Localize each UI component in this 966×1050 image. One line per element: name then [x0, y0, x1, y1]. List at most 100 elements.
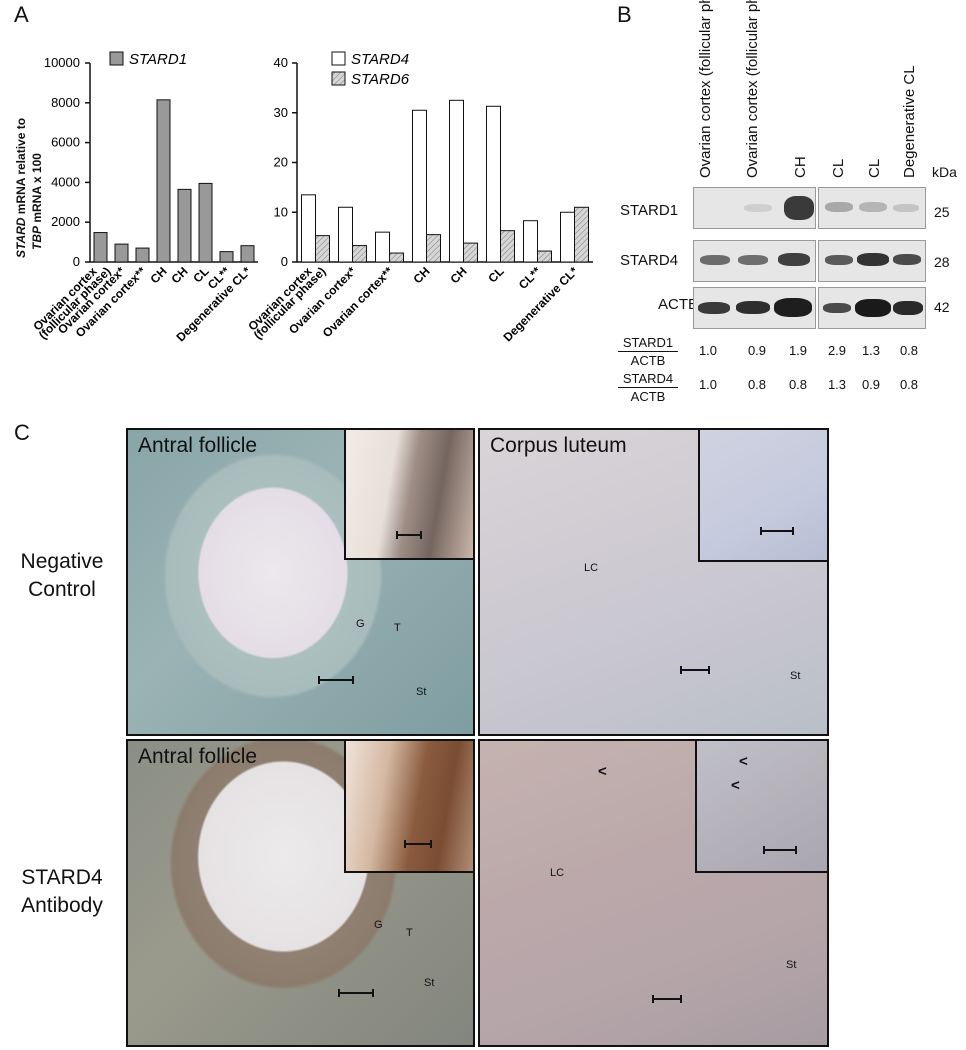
legend-swatch	[331, 51, 346, 66]
legend-label: STARD4	[351, 51, 409, 68]
label-granulosa: G	[356, 618, 365, 630]
micrograph-inset	[344, 430, 473, 560]
label-theca: T	[406, 927, 413, 939]
label-granulosa: G	[374, 919, 383, 931]
y-tick-label: 10	[274, 204, 288, 219]
bar-stard4	[523, 220, 538, 263]
micrograph-title: Antral follicle	[138, 745, 258, 768]
y-tick-label: 0	[73, 254, 80, 269]
ratio-value: 0.8	[788, 377, 808, 392]
lane-label-1: Ovarian cortex (follicular phase)	[697, 0, 714, 178]
bar-stard4	[449, 99, 464, 263]
bar-stard6	[426, 234, 441, 263]
lane-label-4: CL	[830, 158, 847, 178]
bar-stard1	[135, 247, 150, 263]
micrograph-cl-negative: Corpus luteum LC St	[478, 428, 829, 736]
lane-label-3: CH	[792, 156, 809, 178]
blot-stard1-right	[818, 187, 926, 229]
arrowhead: <	[598, 763, 607, 780]
ratio-value: 1.3	[827, 377, 847, 392]
bar-stard1	[198, 182, 213, 263]
blot-actb-right	[818, 287, 926, 329]
scale-bar	[680, 666, 710, 674]
blot-row-label-stard4: STARD4	[620, 252, 679, 269]
y-tick-label: 40	[274, 55, 288, 70]
kda-actb: 42	[934, 299, 950, 315]
panel-letter-b: B	[617, 2, 632, 27]
bar-stard4	[560, 211, 575, 263]
row-label-stard4-antibody: STARD4 Antibody	[21, 866, 103, 917]
ratio-value: 2.9	[827, 343, 847, 358]
scale-bar	[318, 676, 354, 684]
kda-stard1: 25	[934, 204, 950, 220]
lane-label-5: CL	[866, 158, 883, 178]
ratio-value: 0.9	[861, 377, 881, 392]
micrograph-cl-stard4: < < < LC St	[478, 739, 829, 1047]
micrograph-title: Corpus luteum	[490, 434, 627, 457]
bar-stard1	[93, 232, 108, 263]
lane-label-6: Degenerative CL	[901, 65, 918, 178]
bar-stard1	[156, 99, 171, 263]
ratio-value: 1.9	[788, 343, 808, 358]
bar-stard6	[315, 235, 330, 263]
label-stroma: St	[790, 670, 801, 682]
x-tick-label: CH	[147, 264, 169, 286]
blot-stard4-right	[818, 240, 926, 282]
x-tick-label: CH	[168, 264, 190, 286]
legend-swatch	[109, 51, 124, 66]
y-tick-label: 30	[274, 105, 288, 120]
label-stroma: St	[416, 686, 427, 698]
ratio-value: 0.8	[747, 377, 767, 392]
panel-letter-a: A	[14, 2, 29, 27]
ratio-value: 1.3	[861, 343, 881, 358]
y-tick-label: 2000	[51, 214, 80, 229]
bar-stard6	[574, 206, 589, 263]
ratio-value: 1.0	[698, 343, 718, 358]
legend-swatch	[331, 71, 346, 86]
ratio-value: 0.8	[899, 377, 919, 392]
kda-stard4: 28	[934, 254, 950, 270]
panel-letter-c: C	[14, 420, 30, 445]
bar-stard1	[240, 245, 255, 263]
bar-stard4	[412, 109, 427, 263]
arrowhead: <	[739, 753, 748, 770]
bar-stard1	[219, 251, 234, 263]
y-tick-label: 20	[274, 155, 288, 170]
ratio-value: 0.9	[747, 343, 767, 358]
micrograph-follicle-stard4: Antral follicle G T St	[126, 739, 475, 1047]
label-theca: T	[394, 622, 401, 634]
bar-stard6	[352, 245, 367, 263]
blot-row-label-stard1: STARD1	[620, 202, 679, 219]
label-luteal-cells: LC	[550, 867, 565, 879]
micrograph-inset	[698, 430, 827, 562]
x-tick-label: Ovarian cortex**	[320, 264, 396, 340]
label-stroma: St	[424, 977, 435, 989]
kda-label: kDa	[932, 164, 957, 180]
x-tick-label: CH	[447, 264, 469, 286]
bar-stard6	[389, 252, 404, 263]
scale-bar	[652, 995, 682, 1003]
blot-stard4-left	[693, 240, 816, 282]
y-tick-label: 10000	[44, 55, 80, 70]
bar-stard6	[500, 230, 515, 263]
bar-stard4	[375, 231, 390, 263]
ratio-value: 1.0	[698, 377, 718, 392]
bar-stard6	[463, 242, 478, 263]
x-tick-label: CH	[410, 264, 432, 286]
bar-stard4	[486, 105, 501, 263]
arrowhead: <	[731, 777, 740, 794]
micrograph-title: Antral follicle	[138, 434, 258, 457]
scale-bar	[338, 989, 374, 997]
bar-stard4	[301, 194, 316, 263]
blot-stard1-left	[693, 187, 816, 229]
bar-stard1	[114, 243, 129, 263]
label-stroma: St	[786, 959, 797, 971]
micrograph-inset	[344, 741, 473, 873]
bar-stard1	[177, 188, 192, 263]
micrograph-inset: < <	[695, 741, 827, 873]
bar-stard4	[338, 206, 353, 263]
